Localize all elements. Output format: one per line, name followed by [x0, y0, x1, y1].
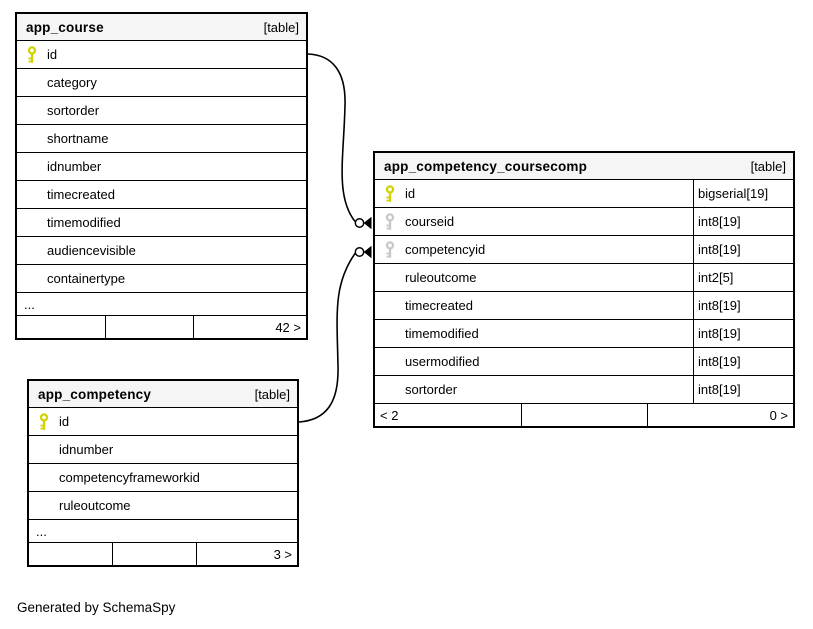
table-type-badge: [table]	[750, 158, 786, 174]
primary-key-icon	[29, 408, 59, 435]
column-row: sortorder	[17, 97, 306, 125]
column-row: timemodified	[17, 209, 306, 237]
generated-by-note: Generated by SchemaSpy	[17, 600, 176, 615]
column-row: ruleoutcome	[29, 492, 297, 520]
column-row: usermodified int8[19]	[375, 348, 793, 376]
footer-cell-left	[17, 316, 106, 338]
column-type: int8[19]	[693, 208, 793, 235]
column-row-id: id bigserial[19]	[375, 180, 793, 208]
truncated-columns-indicator: ...	[17, 293, 306, 316]
column-name: competencyframeworkid	[59, 470, 200, 485]
column-row: timecreated int8[19]	[375, 292, 793, 320]
table-title[interactable]: app_competency_coursecomp	[384, 158, 588, 174]
index-key-icon	[375, 236, 405, 263]
column-name: shortname	[47, 131, 109, 146]
column-name: id	[47, 47, 58, 62]
column-type: int8[19]	[693, 292, 793, 319]
table-header-app-competency[interactable]: app_competency [table]	[29, 381, 297, 408]
column-type: int8[19]	[693, 320, 793, 347]
column-name: ruleoutcome	[405, 270, 477, 285]
column-name: idnumber	[47, 159, 102, 174]
footer-cell-right-relations-count: 42 >	[275, 319, 301, 335]
table-footer: < 2 0 >	[375, 404, 793, 426]
column-type: int2[5]	[693, 264, 793, 291]
column-name: competencyid	[405, 242, 486, 257]
footer-cell-right-relations-count: 0 >	[769, 407, 788, 423]
column-name: sortorder	[405, 382, 458, 397]
table-app-competency: app_competency [table] id idnumber compe…	[27, 379, 299, 567]
column-name: category	[47, 75, 97, 90]
truncated-columns-indicator: ...	[29, 520, 297, 543]
footer-cell-left-relations-count: < 2	[375, 404, 522, 426]
column-name: sortorder	[47, 103, 100, 118]
column-row: shortname	[17, 125, 306, 153]
table-type-badge: [table]	[263, 19, 299, 35]
column-name: timemodified	[405, 326, 479, 341]
column-name: audiencevisible	[47, 243, 136, 258]
table-app-competency-coursecomp: app_competency_coursecomp [table] id big…	[373, 151, 795, 428]
relationship-line-course-courseid	[307, 53, 356, 222]
footer-cell-right-relations-count: 3 >	[273, 546, 292, 562]
column-row: competencyframeworkid	[29, 464, 297, 492]
column-name: timecreated	[47, 187, 115, 202]
relationship-arrowhead-icon	[363, 216, 372, 230]
primary-key-icon	[375, 180, 405, 207]
column-name: timemodified	[47, 215, 121, 230]
column-type: int8[19]	[693, 376, 793, 403]
column-name: id	[405, 186, 416, 201]
column-row-id: id	[17, 41, 306, 69]
column-row: sortorder int8[19]	[375, 376, 793, 404]
footer-cell-center	[106, 316, 194, 338]
table-type-badge: [table]	[254, 386, 290, 402]
column-type: int8[19]	[693, 348, 793, 375]
index-key-icon	[375, 208, 405, 235]
relationship-arrowhead-icon	[363, 245, 372, 259]
column-row: idnumber	[17, 153, 306, 181]
table-footer: 3 >	[29, 543, 297, 565]
table-app-course: app_course [table] id category sortorder…	[15, 12, 308, 340]
table-header-app-course[interactable]: app_course [table]	[17, 14, 306, 41]
table-title[interactable]: app_competency	[38, 386, 152, 402]
zero-cardinality-circle-icon	[354, 218, 365, 228]
column-name: id	[59, 414, 70, 429]
column-row-competencyid: competencyid int8[19]	[375, 236, 793, 264]
footer-cell-left	[29, 543, 113, 565]
column-type: int8[19]	[693, 236, 793, 263]
column-row: idnumber	[29, 436, 297, 464]
footer-cell-center	[522, 404, 648, 426]
column-row-id: id	[29, 408, 297, 436]
column-row-courseid: courseid int8[19]	[375, 208, 793, 236]
column-name: timecreated	[405, 298, 473, 313]
column-name: usermodified	[405, 354, 480, 369]
column-row: audiencevisible	[17, 237, 306, 265]
column-row: timecreated	[17, 181, 306, 209]
column-name: ruleoutcome	[59, 498, 131, 513]
column-type: bigserial[19]	[693, 180, 793, 207]
column-row: ruleoutcome int2[5]	[375, 264, 793, 292]
table-header-app-competency-coursecomp[interactable]: app_competency_coursecomp [table]	[375, 153, 793, 180]
column-name: courseid	[405, 214, 455, 229]
primary-key-icon	[17, 41, 47, 68]
column-name: containertype	[47, 271, 126, 286]
column-row: category	[17, 69, 306, 97]
table-title[interactable]: app_course	[26, 19, 104, 35]
column-row: containertype	[17, 265, 306, 293]
column-name: idnumber	[59, 442, 114, 457]
table-footer: 42 >	[17, 316, 306, 338]
footer-cell-center	[113, 543, 197, 565]
zero-cardinality-circle-icon	[354, 247, 365, 257]
column-row: timemodified int8[19]	[375, 320, 793, 348]
